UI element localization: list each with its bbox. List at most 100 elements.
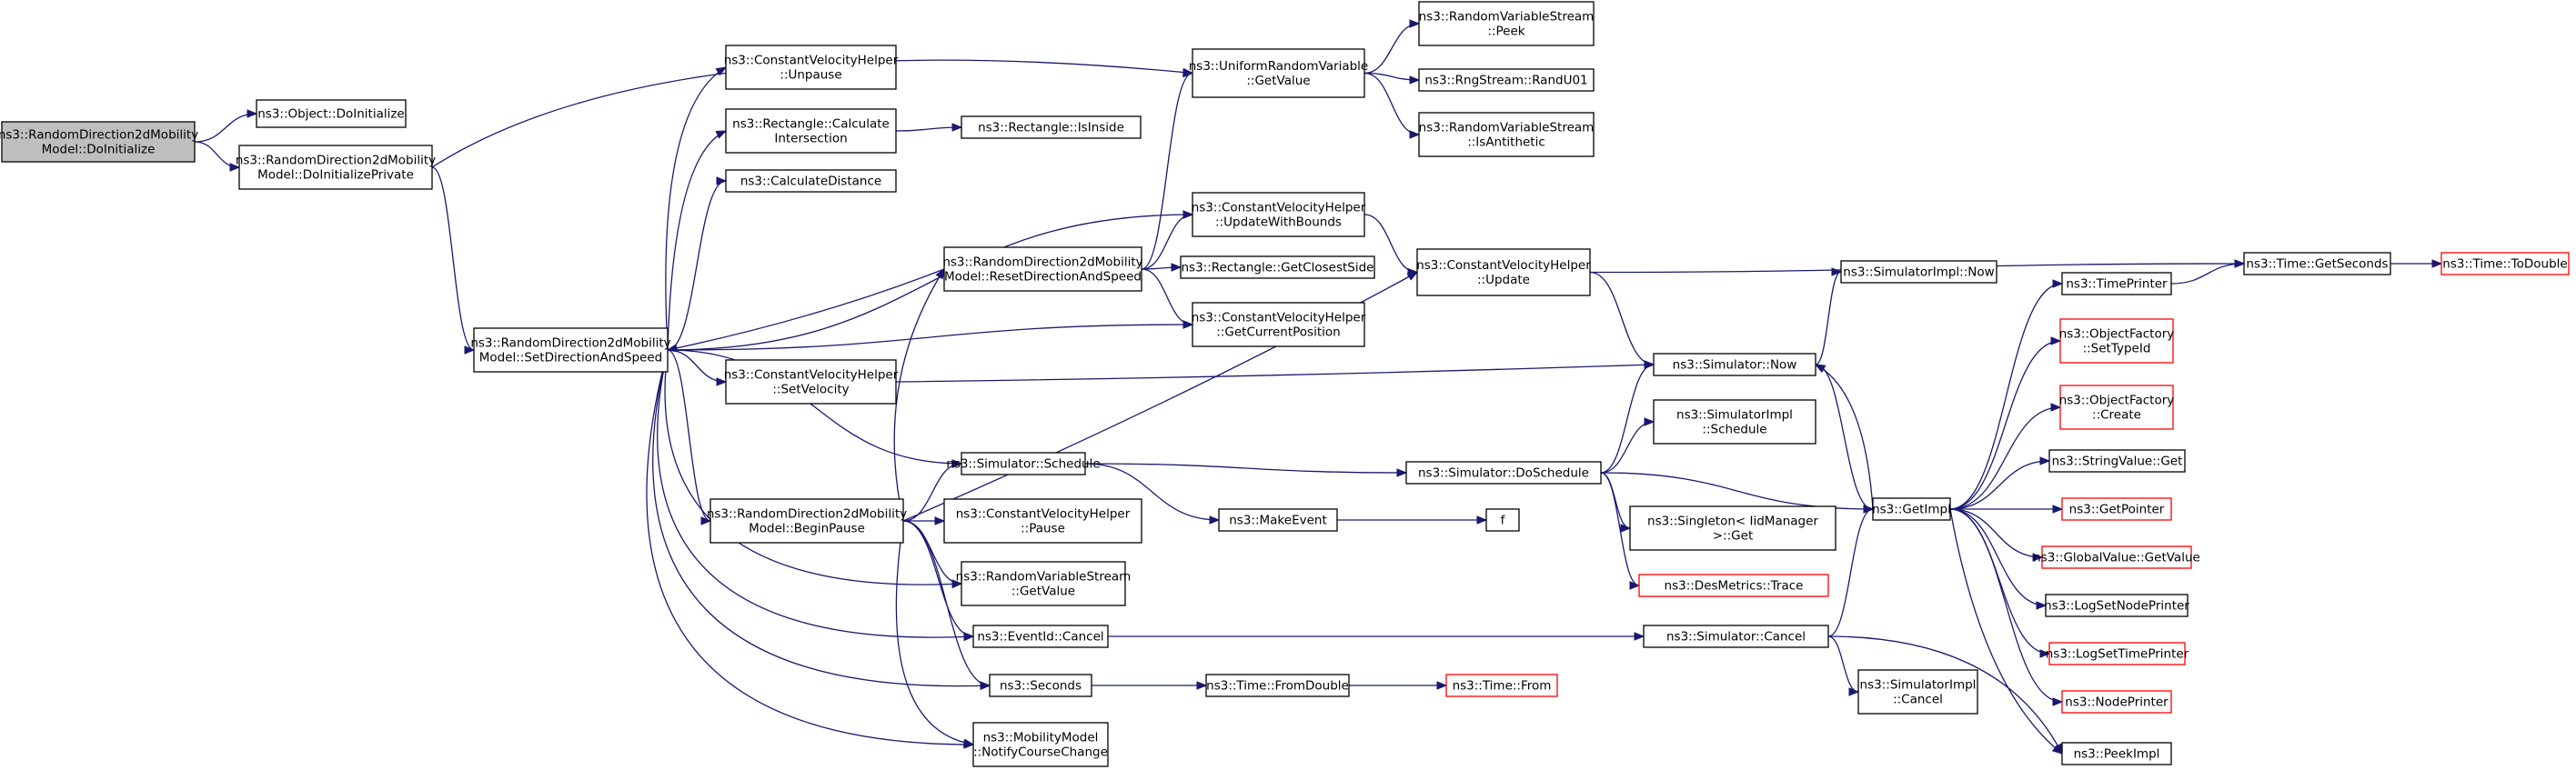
edge-arrowhead: [951, 579, 963, 588]
edge-line: [1600, 364, 1655, 474]
function-node[interactable]: ns3::MakeEvent: [1218, 508, 1338, 532]
edge-arrowhead: [2050, 403, 2062, 412]
edge-arrowhead: [2039, 456, 2051, 465]
node-label: ::Schedule: [1702, 423, 1766, 437]
edge-line: [1600, 472, 1874, 510]
function-node[interactable]: ns3::Object::DoInitialize: [256, 99, 407, 128]
node-box: [1218, 508, 1338, 532]
node-label: ns3::Time::GetSeconds: [2246, 257, 2388, 272]
function-node[interactable]: ns3::NodePrinter: [2061, 690, 2172, 714]
edge-line: [1600, 472, 1631, 529]
function-node[interactable]: ns3::PeekImpl: [2061, 742, 2172, 765]
function-node[interactable]: ns3::Time::From: [1445, 674, 1558, 697]
function-node[interactable]: ns3::SimulatorImpl::Cancel: [1857, 669, 1978, 715]
edge-n25-n23: [1600, 417, 1655, 474]
node-box: [238, 145, 433, 190]
function-node[interactable]: ns3::Simulator::Cancel: [1643, 625, 1829, 648]
function-node[interactable]: ns3::Time::GetSeconds: [2243, 252, 2391, 275]
function-node[interactable]: ns3::Simulator::Schedule: [946, 452, 1101, 475]
function-node[interactable]: ns3::ObjectFactory::Create: [2059, 385, 2175, 430]
function-node[interactable]: ns3::RandomDirection2dMobilityModel::Set…: [470, 327, 671, 373]
function-node[interactable]: ns3::RandomDirection2dMobilityModel::Beg…: [707, 498, 907, 544]
function-node[interactable]: f: [1485, 508, 1520, 532]
node-label: ns3::Simulator::DoSchedule: [1418, 466, 1589, 481]
node-box: [943, 498, 1142, 544]
edge-n34-n40: [1827, 505, 1875, 637]
function-node[interactable]: ns3::GetPointer: [2061, 497, 2172, 521]
function-node[interactable]: ns3::RandomVariableStream::Peek: [1418, 1, 1595, 46]
edge-arrowhead: [700, 516, 712, 525]
node-box: [2059, 385, 2174, 430]
function-node[interactable]: ns3::Rectangle::IsInside: [961, 115, 1142, 139]
function-node[interactable]: ns3::TimePrinter: [2061, 272, 2172, 295]
function-node[interactable]: ns3::Rectangle::GetClosestSide: [1180, 255, 1375, 279]
function-node[interactable]: ns3::MobilityModel::NotifyCourseChange: [972, 722, 1109, 767]
node-label: ::NotifyCourseChange: [973, 745, 1108, 760]
function-node[interactable]: ns3::StringValue::Get: [2048, 449, 2186, 473]
edge-n2-n3: [431, 166, 476, 355]
function-node[interactable]: ns3::RandomDirection2dMobilityModel::DoI…: [236, 145, 436, 190]
node-box: [1485, 508, 1520, 532]
node-label: ns3::SimulatorImpl: [1860, 678, 1977, 693]
edge-n33-n34: [1108, 632, 1645, 641]
function-node[interactable]: ns3::Seconds: [989, 674, 1092, 697]
edge-n40-n22: [1814, 364, 1874, 510]
function-node[interactable]: ns3::RandomDirection2dMobilityModel::Res…: [942, 246, 1143, 292]
function-node[interactable]: ns3::GetImpl: [1872, 497, 1951, 521]
edge-arrowhead: [1863, 505, 1875, 514]
function-node[interactable]: ns3::CalculateDistance: [725, 169, 897, 193]
function-node[interactable]: ns3::Time::FromDouble: [1205, 674, 1350, 697]
function-node[interactable]: ns3::RandomDirection2dMobilityModel::DoI…: [0, 121, 198, 163]
function-node[interactable]: ns3::UniformRandomVariable::GetValue: [1189, 48, 1369, 98]
function-node[interactable]: ns3::ObjectFactory::SetTypeId: [2059, 318, 2175, 364]
function-node[interactable]: ns3::RngStream::RandU01: [1418, 68, 1595, 92]
edge-arrowhead: [1620, 524, 1632, 533]
node-label: ns3::Simulator::Now: [1673, 358, 1797, 373]
node-label: ::Pause: [1021, 522, 1065, 536]
function-node[interactable]: ns3::RandomVariableStream::IsAntithetic: [1418, 112, 1595, 157]
function-node[interactable]: ns3::ConstantVelocityHelper::SetVelocity: [724, 359, 899, 405]
function-node[interactable]: ns3::Simulator::DoSchedule: [1405, 461, 1602, 485]
edge-n24-n28: [1084, 463, 1221, 525]
node-label: ns3::LogSetTimePrinter: [2046, 647, 2189, 662]
function-node[interactable]: ns3::Singleton< IidManager>::Get: [1629, 505, 1836, 551]
edge-line: [657, 349, 974, 638]
edge-n26-n39: [895, 520, 975, 747]
function-node[interactable]: ns3::Time::ToDouble: [2440, 252, 2570, 275]
function-node[interactable]: ns3::SimulatorImpl::Schedule: [1653, 399, 1816, 445]
node-label: ns3::ObjectFactory: [2059, 327, 2175, 342]
node-box: [1418, 1, 1595, 46]
edge-arrowhead: [247, 109, 258, 118]
edge-arrowhead: [1409, 75, 1421, 85]
function-node[interactable]: ns3::ConstantVelocityHelper::Update: [1416, 248, 1591, 296]
edge-line: [1815, 364, 1874, 510]
edge-line: [667, 180, 727, 351]
edge-n0-n1: [194, 109, 258, 143]
function-node[interactable]: ns3::ConstantVelocityHelper::UpdateWithB…: [1192, 192, 1366, 237]
edge-n34-n38: [1827, 635, 1860, 696]
edge-n40-n42: [1949, 403, 2062, 510]
function-node[interactable]: ns3::ConstantVelocityHelper::GetCurrentP…: [1192, 302, 1366, 347]
function-node[interactable]: ns3::DesMetrics::Trace: [1638, 574, 1829, 597]
function-node[interactable]: ns3::Simulator::Now: [1653, 353, 1816, 376]
function-node[interactable]: ns3::ConstantVelocityHelper::Unpause: [724, 45, 899, 90]
function-node[interactable]: ns3::EventId::Cancel: [972, 625, 1109, 648]
node-label: Model::DoInitialize: [42, 143, 156, 157]
edge-line: [1363, 23, 1420, 75]
function-node[interactable]: ns3::RandomVariableStream::GetValue: [956, 561, 1132, 606]
edge-line: [902, 520, 991, 686]
node-box: [1643, 625, 1829, 648]
function-node[interactable]: ns3::GlobalValue::GetValue: [2033, 545, 2200, 569]
function-node[interactable]: ns3::LogSetTimePrinter: [2046, 642, 2189, 665]
function-node[interactable]: ns3::LogSetNodePrinter: [2044, 594, 2189, 617]
node-label: ::SetVelocity: [772, 383, 849, 397]
node-label: ns3::StringValue::Get: [2052, 455, 2183, 469]
node-label: ns3::EventId::Cancel: [977, 630, 1103, 645]
edge-arrowhead: [2039, 649, 2051, 658]
node-label: ns3::ConstantVelocityHelper: [1192, 201, 1366, 215]
edge-arrowhead: [1634, 632, 1645, 641]
node-box: [2041, 545, 2192, 569]
function-node[interactable]: ns3::ConstantVelocityHelper::Pause: [943, 498, 1142, 544]
function-node[interactable]: ns3::SimulatorImpl::Now: [1840, 260, 1997, 284]
